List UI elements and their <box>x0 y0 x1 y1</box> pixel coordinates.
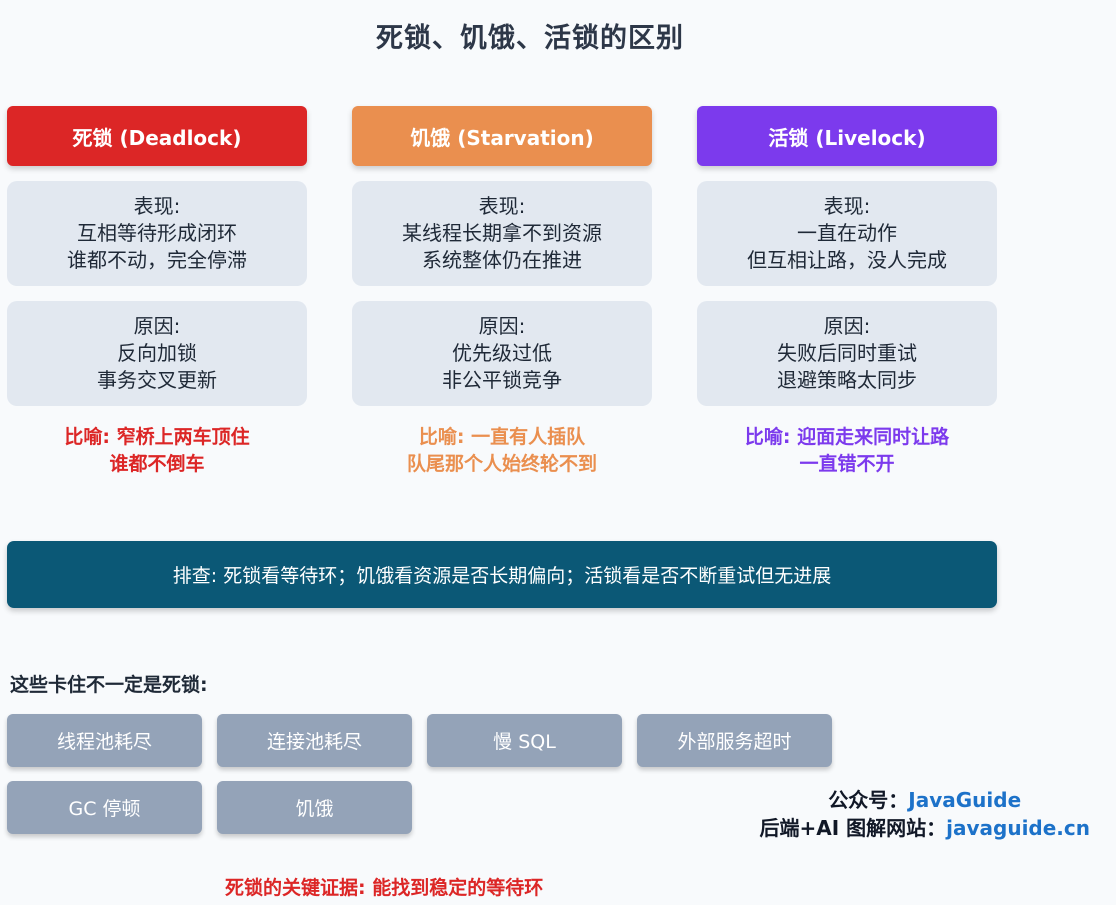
card-line: 反向加锁 <box>117 341 197 365</box>
card-line: 互相等待形成闭环 <box>77 221 237 245</box>
card-line: 原因: <box>823 314 871 338</box>
card-line: 一直在动作 <box>797 221 897 245</box>
card-line: 退避策略太同步 <box>777 368 917 392</box>
livelock-symptom-card: 表现: 一直在动作 但互相让路，没人完成 <box>697 181 997 286</box>
livelock-cause-card: 原因: 失败后同时重试 退避策略太同步 <box>697 301 997 406</box>
starvation-cause-card: 原因: 优先级过低 非公平锁竞争 <box>352 301 652 406</box>
not-deadlock-list-title: 这些卡住不一定是死锁: <box>10 674 208 696</box>
card-line: 表现: <box>133 194 181 218</box>
brand-label: 后端+AI 图解网站： <box>759 816 947 840</box>
metaphor-line: 谁都不倒车 <box>109 453 205 475</box>
deadlock-cause-card: 原因: 反向加锁 事务交叉更新 <box>7 301 307 406</box>
card-line: 某线程长期拿不到资源 <box>402 221 602 245</box>
livelock-header: 活锁 (Livelock) <box>697 106 997 166</box>
chip-gc-pause: GC 停顿 <box>7 781 202 834</box>
key-evidence-footer: 死锁的关键证据: 能找到稳定的等待环 <box>225 877 544 899</box>
brand-watermark: 公众号：JavaGuide 后端+AI 图解网站：javaguide.cn <box>759 786 1090 842</box>
column-livelock: 活锁 (Livelock) 表现: 一直在动作 但互相让路，没人完成 原因: 失… <box>697 106 997 478</box>
brand-value: JavaGuide <box>908 788 1022 812</box>
chip-slow-sql: 慢 SQL <box>427 714 622 767</box>
deadlock-header: 死锁 (Deadlock) <box>7 106 307 166</box>
chip-connection-pool: 连接池耗尽 <box>217 714 412 767</box>
column-starvation: 饥饿 (Starvation) 表现: 某线程长期拿不到资源 系统整体仍在推进 … <box>352 106 652 478</box>
starvation-metaphor: 比喻: 一直有人插队 队尾那个人始终轮不到 <box>352 424 652 478</box>
brand-label: 公众号： <box>828 788 909 812</box>
card-line: 表现: <box>478 194 526 218</box>
deadlock-symptom-card: 表现: 互相等待形成闭环 谁都不动，完全停滞 <box>7 181 307 286</box>
deadlock-metaphor: 比喻: 窄桥上两车顶住 谁都不倒车 <box>7 424 307 478</box>
brand-line-2: 后端+AI 图解网站：javaguide.cn <box>759 814 1090 842</box>
livelock-metaphor: 比喻: 迎面走来同时让路 一直错不开 <box>697 424 997 478</box>
card-line: 优先级过低 <box>452 341 552 365</box>
card-line: 事务交叉更新 <box>97 368 217 392</box>
card-line: 原因: <box>478 314 526 338</box>
chip-service-timeout: 外部服务超时 <box>637 714 832 767</box>
card-line: 非公平锁竞争 <box>442 368 562 392</box>
card-line: 表现: <box>823 194 871 218</box>
card-line: 谁都不动，完全停滞 <box>67 248 247 272</box>
card-line: 但互相让路，没人完成 <box>747 248 947 272</box>
card-line: 系统整体仍在推进 <box>422 248 582 272</box>
diagram-title: 死锁、饥饿、活锁的区别 <box>376 23 684 54</box>
chip-starvation: 饥饿 <box>217 781 412 834</box>
card-line: 失败后同时重试 <box>777 341 917 365</box>
metaphor-line: 比喻: 窄桥上两车顶住 <box>64 426 250 448</box>
starvation-header: 饥饿 (Starvation) <box>352 106 652 166</box>
metaphor-line: 一直错不开 <box>799 453 895 475</box>
metaphor-line: 比喻: 一直有人插队 <box>418 426 586 448</box>
troubleshooting-summary: 排查: 死锁看等待环；饥饿看资源是否长期偏向；活锁看是否不断重试但无进展 <box>7 541 997 608</box>
brand-line-1: 公众号：JavaGuide <box>759 786 1090 814</box>
metaphor-line: 队尾那个人始终轮不到 <box>406 453 597 475</box>
starvation-symptom-card: 表现: 某线程长期拿不到资源 系统整体仍在推进 <box>352 181 652 286</box>
chip-thread-pool: 线程池耗尽 <box>7 714 202 767</box>
metaphor-line: 比喻: 迎面走来同时让路 <box>744 426 950 448</box>
card-line: 原因: <box>133 314 181 338</box>
brand-value: javaguide.cn <box>946 816 1090 840</box>
column-deadlock: 死锁 (Deadlock) 表现: 互相等待形成闭环 谁都不动，完全停滞 原因:… <box>7 106 307 478</box>
